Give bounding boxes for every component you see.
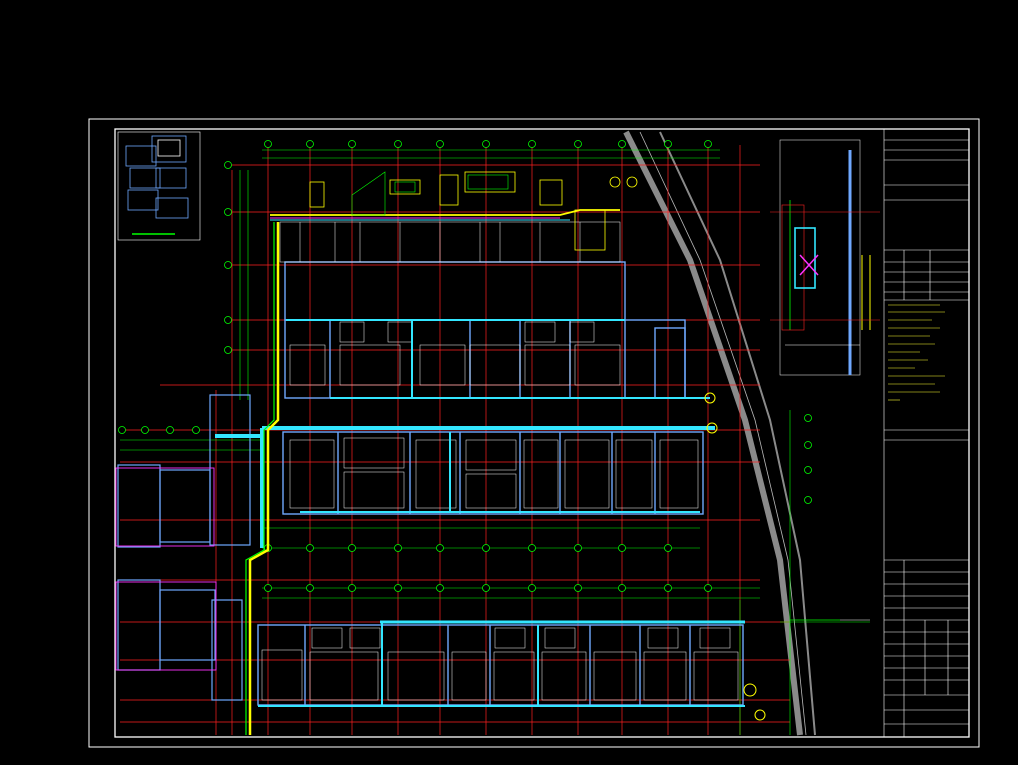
lower-block-walls	[257, 624, 744, 706]
key-plan-legend	[117, 131, 201, 241]
equipment-symbols	[309, 171, 638, 251]
equipment-green	[351, 171, 509, 216]
section-detail	[770, 139, 880, 376]
road-lines	[623, 130, 816, 736]
middle-block-walls	[282, 431, 704, 515]
road-crossing-marks	[704, 392, 766, 721]
grid-bubbles-top	[118, 140, 812, 592]
lower-block-rooms	[261, 627, 739, 701]
upper-block-walls	[284, 261, 686, 399]
title-block	[883, 128, 970, 738]
key-plan-highlight	[157, 139, 181, 157]
left-side-blocks	[117, 394, 251, 701]
middle-block-rooms	[289, 437, 699, 509]
dimension-lines	[120, 149, 870, 735]
title-block-notes	[888, 304, 945, 401]
upper-block-rooms	[279, 221, 621, 386]
cyan-pipe-network	[215, 319, 745, 707]
sheet-outer-frame	[88, 118, 980, 748]
left-side-magenta	[115, 467, 217, 671]
